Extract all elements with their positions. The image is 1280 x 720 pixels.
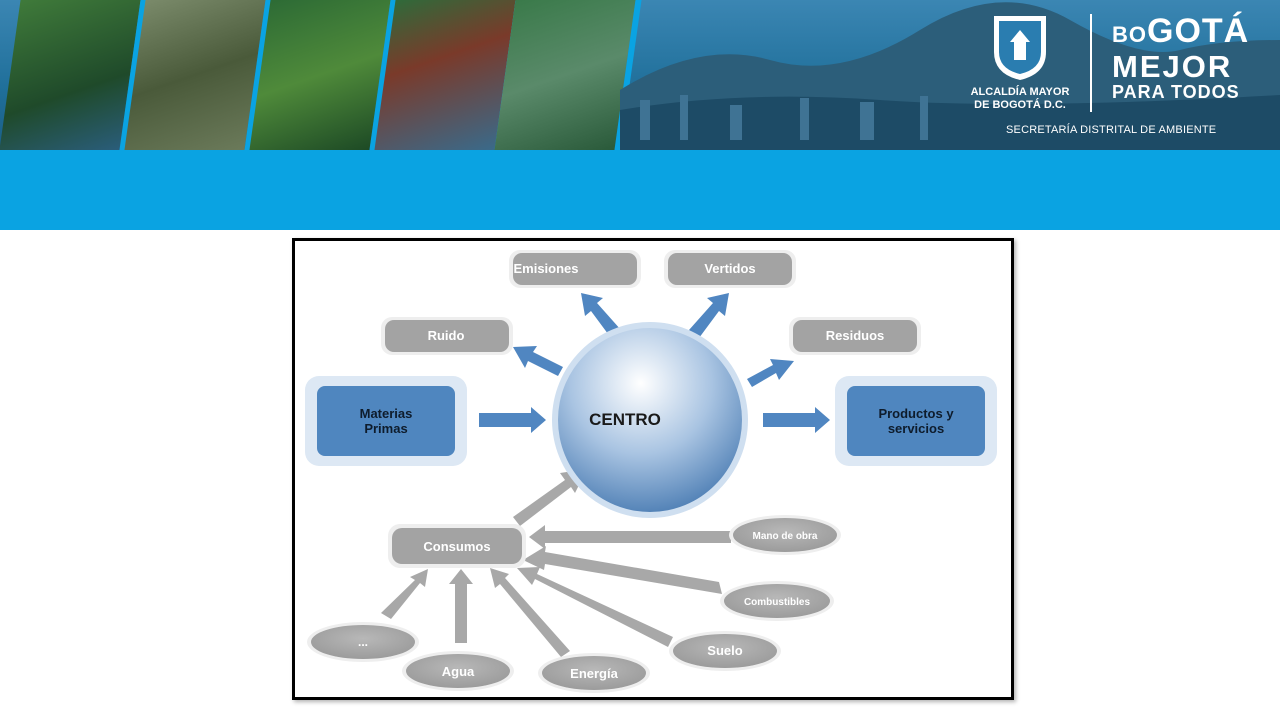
emisiones-label: Emisiones bbox=[513, 261, 578, 276]
manodeobra-label: Mano de obra bbox=[752, 531, 817, 542]
suelo-label: Suelo bbox=[707, 643, 742, 658]
photo-flower bbox=[249, 0, 397, 150]
arrow-agua-consumos bbox=[449, 569, 473, 643]
materias-label-1: Materias bbox=[360, 406, 413, 421]
arrow-dots-consumos bbox=[381, 569, 428, 619]
productos-node bbox=[847, 386, 985, 456]
arrow-to-vertidos bbox=[689, 293, 729, 338]
productos-label-2: servicios bbox=[888, 421, 944, 436]
city-mountains bbox=[620, 2, 1280, 150]
header: ALCALDÍA MAYOR DE BOGOTÁ D.C. BOGOTÁ MEJ… bbox=[0, 0, 1280, 230]
arrow-to-ruido bbox=[513, 346, 563, 376]
dots-label: ... bbox=[358, 635, 368, 649]
consumos-input-ovals: ... Agua Energía Suelo Combustibles Mano… bbox=[307, 515, 841, 693]
arrow-consumos-centro bbox=[513, 469, 587, 526]
materias-label-2: Primas bbox=[364, 421, 407, 436]
materias-node bbox=[317, 386, 455, 456]
logo-block: ALCALDÍA MAYOR DE BOGOTÁ D.C. BOGOTÁ MEJ… bbox=[960, 8, 1260, 148]
alcaldia-label: ALCALDÍA MAYOR DE BOGOTÁ D.C. bbox=[970, 86, 1070, 111]
productos-label-1: Productos y bbox=[878, 406, 954, 421]
agua-label: Agua bbox=[442, 664, 475, 679]
slogan-logo: BOGOTÁ MEJOR PARA TODOS bbox=[1112, 12, 1250, 102]
consumos-label: Consumos bbox=[423, 539, 490, 554]
arrow-energia-consumos bbox=[490, 568, 570, 657]
arrow-centro-productos bbox=[763, 407, 830, 433]
ruido-label: Ruido bbox=[428, 328, 465, 343]
banner-image bbox=[0, 0, 1280, 150]
process-diagram: CENTRO Materias Primas Productos y servi… bbox=[305, 250, 997, 693]
centro-sphere bbox=[558, 328, 742, 512]
arrow-suelo-consumos bbox=[517, 567, 673, 647]
diagram-frame: CENTRO Materias Primas Productos y servi… bbox=[292, 238, 1014, 700]
arrow-combustibles-consumos bbox=[523, 546, 722, 594]
coat-of-arms-icon bbox=[994, 16, 1046, 80]
vertidos-label: Vertidos bbox=[704, 261, 755, 276]
photo-cyclist bbox=[124, 0, 272, 150]
output-pills: Emisiones Vertidos Ruido Residuos bbox=[381, 250, 921, 355]
secretaria-label: SECRETARÍA DISTRITAL DE AMBIENTE bbox=[1006, 124, 1217, 136]
photo-bird bbox=[0, 0, 147, 150]
arrow-to-emisiones bbox=[581, 293, 621, 338]
centro-label: CENTRO bbox=[589, 410, 661, 429]
combustibles-label: Combustibles bbox=[744, 597, 811, 608]
arrow-materias-centro bbox=[479, 407, 546, 433]
logo-divider bbox=[1090, 14, 1092, 112]
energia-label: Energía bbox=[570, 666, 618, 681]
gray-arrows bbox=[381, 469, 731, 657]
arrow-to-residuos bbox=[747, 359, 794, 387]
arrow-manodeobra-consumos bbox=[529, 525, 731, 549]
consumos-node bbox=[392, 528, 522, 564]
blue-arrows bbox=[479, 293, 830, 433]
residuos-label: Residuos bbox=[826, 328, 885, 343]
